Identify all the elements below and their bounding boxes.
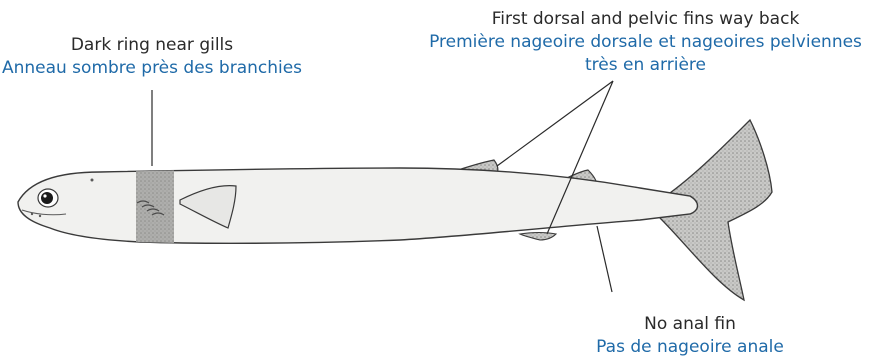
eye-icon (38, 189, 58, 207)
leader-line-anal-fin (597, 226, 612, 292)
leader-line-dorsal-fin (497, 81, 613, 166)
pelvic-fin (520, 233, 556, 241)
